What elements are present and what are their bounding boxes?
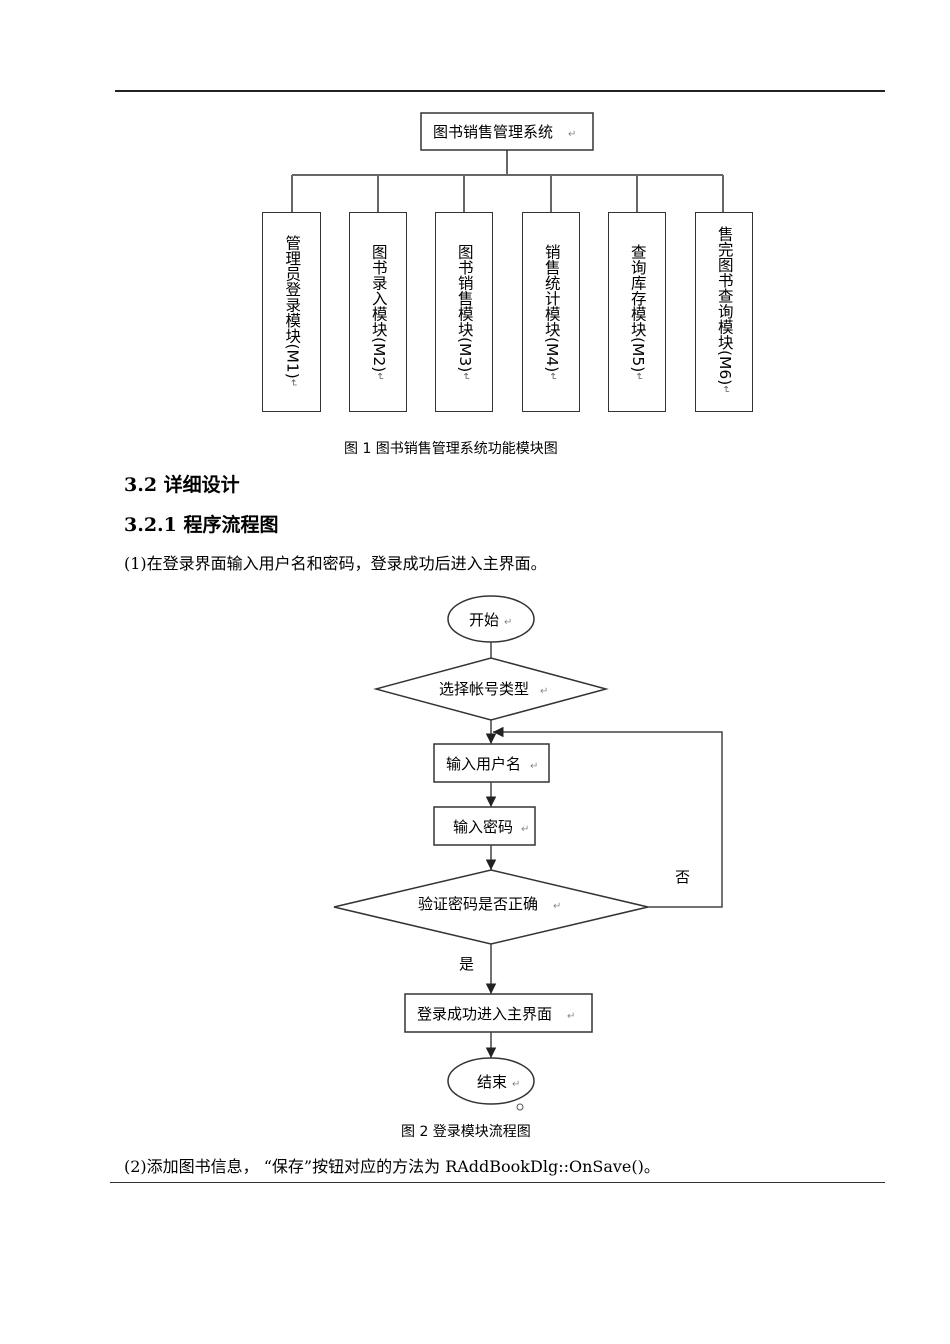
- paragraph-mark-icon: ↵: [568, 129, 576, 140]
- input-user-label: 输入用户名: [446, 755, 521, 773]
- input-user-box: [433, 743, 550, 783]
- verify-label: 验证密码是否正确: [418, 895, 538, 913]
- module-label-m1: 管理员登录模块(M1): [283, 235, 302, 379]
- module-label-m3: 图书销售模块(M3): [455, 244, 474, 373]
- root-label: 图书销售管理系统: [433, 123, 553, 141]
- anchor-icon: [516, 1103, 524, 1111]
- start-label: 开始: [469, 611, 499, 629]
- end-label: 结束: [477, 1073, 507, 1091]
- figure1-diagram: 图书销售管理系统 ↵: [291, 112, 724, 212]
- yes-branch-label: 是: [459, 955, 474, 973]
- figure2-caption: 图 2 登录模块流程图: [401, 1124, 531, 1140]
- paragraph-mark-icon: ↵: [521, 824, 529, 835]
- input-pwd-box: [433, 806, 536, 846]
- module-box-m6: 售完图书查询模块(M6)↵: [695, 212, 753, 412]
- figure1-caption: 图 1 图书销售管理系统功能模块图: [344, 441, 558, 457]
- input-pwd-label: 输入密码: [453, 818, 513, 836]
- select-type-label: 选择帐号类型: [439, 680, 529, 698]
- module-label-m5: 查询库存模块(M5): [628, 244, 647, 373]
- footer-rule: [110, 1182, 885, 1183]
- paragraph-mark-icon: ↵: [632, 372, 644, 381]
- success-label: 登录成功进入主界面: [417, 1005, 552, 1023]
- module-label-m6: 售完图书查询模块(M6): [715, 226, 734, 386]
- paragraph-mark-icon: ↵: [512, 1079, 520, 1090]
- module-box-m2: 图书录入模块(M2)↵: [349, 212, 407, 412]
- paragraph-1: (1)在登录界面输入用户名和密码，登录成功后进入主界面。: [124, 554, 547, 573]
- paragraph-2: (2)添加图书信息， “保存”按钮对应的方法为 RAddBookDlg::OnS…: [124, 1157, 660, 1176]
- paragraph-mark-icon: ↵: [567, 1011, 575, 1022]
- flow-arrow-retry-loop: [493, 726, 723, 908]
- paragraph-mark-icon: ↵: [287, 378, 299, 388]
- paragraph-mark-icon: ↵: [553, 901, 561, 912]
- section-heading-3-2: 3.2 详细设计: [124, 474, 240, 496]
- paragraph-mark-icon: ↵: [459, 372, 471, 381]
- success-box: [404, 993, 593, 1033]
- module-label-m4: 销售统计模块(M4): [542, 244, 561, 373]
- header-rule: [115, 90, 885, 92]
- paragraph-mark-icon: ↵: [719, 385, 731, 394]
- paragraph-mark-icon: ↵: [540, 686, 548, 697]
- paragraph-mark-icon: ↵: [546, 372, 558, 381]
- no-branch-label: 否: [675, 868, 690, 886]
- section-heading-3-2-1: 3.2.1 程序流程图: [124, 514, 279, 536]
- paragraph-mark-icon: ↵: [373, 372, 385, 381]
- module-label-m2: 图书录入模块(M2): [369, 244, 388, 373]
- paragraph-mark-icon: ↵: [504, 617, 512, 628]
- module-box-m1: 管理员登录模块(M1)↵: [262, 212, 321, 412]
- module-box-m4: 销售统计模块(M4)↵: [522, 212, 580, 412]
- paragraph-mark-icon: ↵: [530, 761, 538, 772]
- module-box-m3: 图书销售模块(M3)↵: [435, 212, 493, 412]
- module-box-m5: 查询库存模块(M5)↵: [608, 212, 666, 412]
